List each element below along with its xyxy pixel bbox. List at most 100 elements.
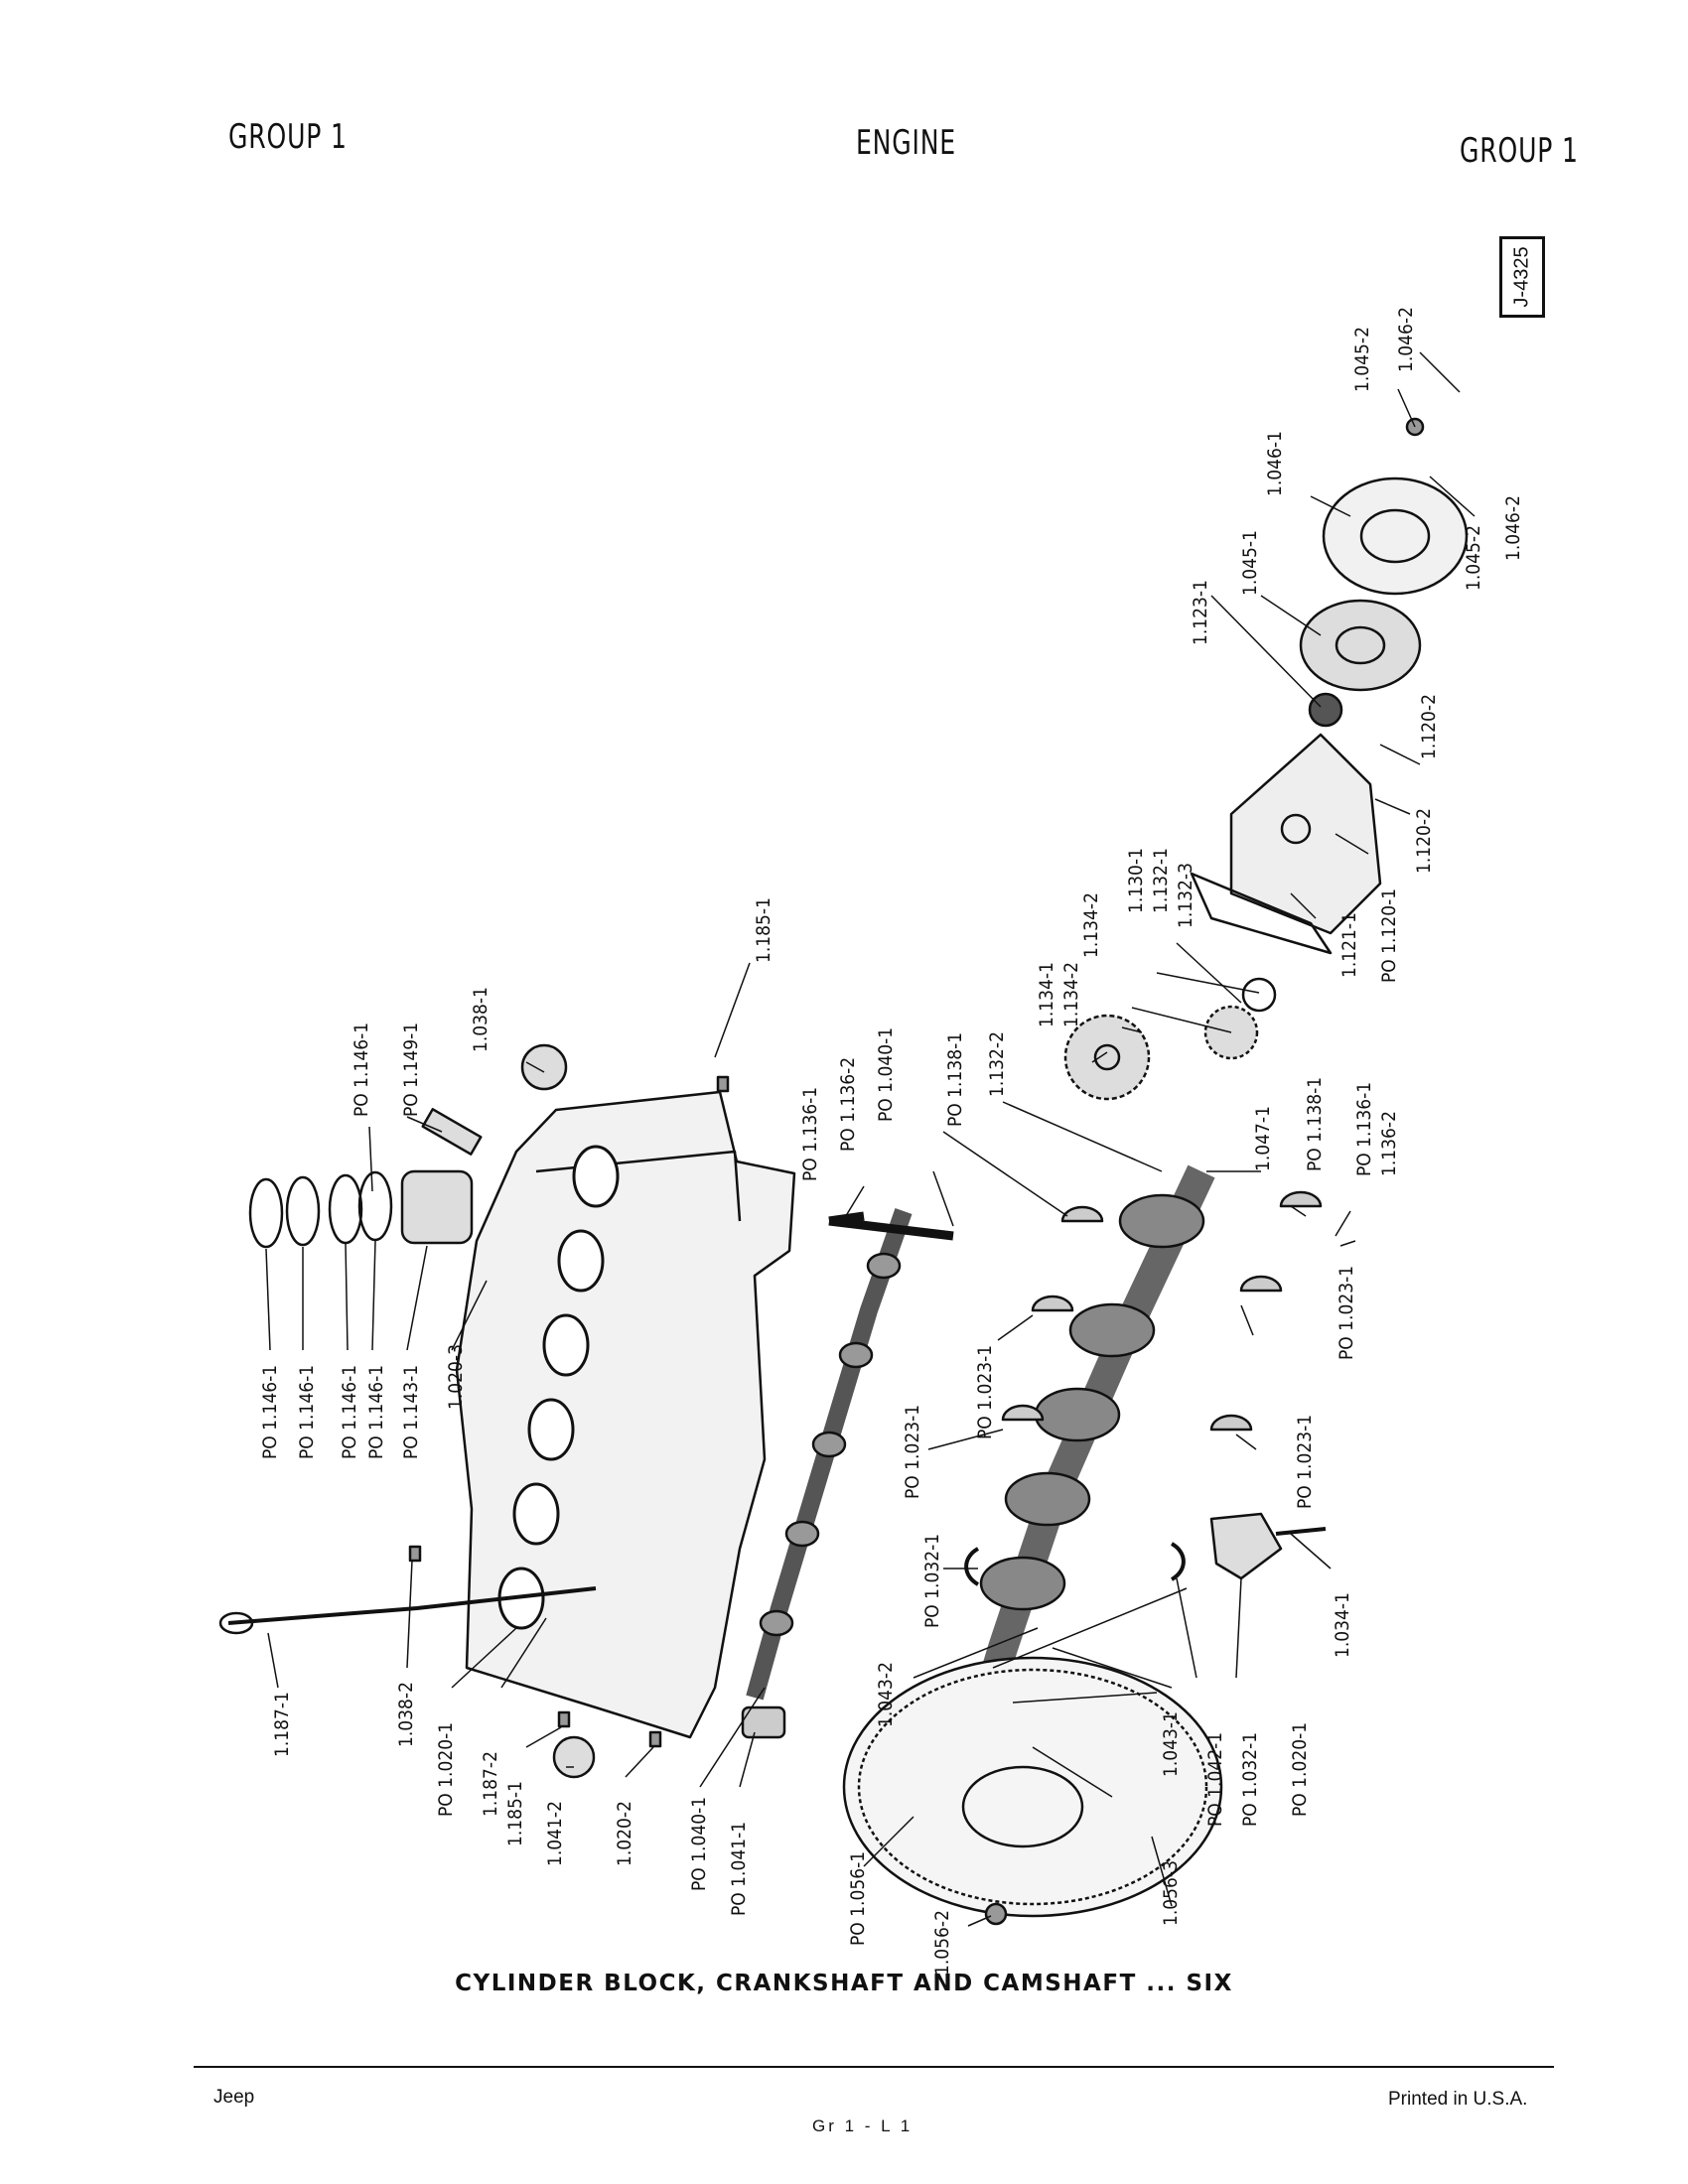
header-group-left: GROUP 1 [228, 117, 348, 157]
part-label: 1.046-2 [1395, 307, 1417, 372]
flywheel [842, 1656, 1223, 1918]
part-label: 1.136-2 [1378, 1111, 1400, 1176]
cylinder-block [455, 1090, 796, 1739]
footer-divider [194, 2066, 1554, 2068]
plug-d [716, 1075, 730, 1093]
part-label: 1.056-3 [1160, 1860, 1182, 1926]
piston-rings [248, 1170, 393, 1249]
part-label: PO 1.020-1 [435, 1722, 457, 1817]
part-label: PO 1.120-1 [1378, 888, 1400, 983]
part-label: 1.185-1 [504, 1781, 526, 1846]
part-label: 1.041-2 [544, 1801, 566, 1866]
crank-throws [979, 1193, 1205, 1611]
part-label: PO 1.020-1 [1289, 1722, 1311, 1817]
rear-bearing-cap [1209, 1512, 1283, 1580]
part-label: 1.123-1 [1190, 580, 1211, 645]
part-label: 1.043-2 [875, 1662, 897, 1727]
plug-b [557, 1710, 571, 1728]
part-label: 1.020-2 [614, 1801, 635, 1866]
part-label: PO 1.023-1 [974, 1345, 996, 1439]
part-label: PO 1.146-1 [259, 1365, 281, 1459]
part-label: PO 1.040-1 [875, 1027, 897, 1122]
part-label: PO 1.149-1 [400, 1023, 422, 1117]
part-label: 1.046-2 [1502, 495, 1524, 561]
vibration-damper [1299, 599, 1422, 692]
part-label: 1.038-2 [395, 1682, 417, 1747]
cylinder-bores [497, 1145, 620, 1630]
timing-chain-cover [1229, 733, 1382, 935]
footer-page-ref: Gr 1 - L 1 [812, 2116, 914, 2135]
header-section-title: ENGINE [856, 123, 956, 163]
connecting-rod [828, 1211, 954, 1241]
footer-brand: Jeep [213, 2087, 255, 2108]
expansion-plug [520, 1043, 568, 1091]
part-label: 1.046-1 [1264, 431, 1286, 496]
part-label: PO 1.042-1 [1204, 1732, 1226, 1827]
thrust-washer-a [964, 1547, 980, 1586]
part-label: 1.120-2 [1418, 694, 1440, 759]
plug-a [408, 1545, 422, 1563]
part-label: PO 1.136-1 [1353, 1082, 1375, 1176]
rear-plug [552, 1735, 596, 1779]
fan-pulley [1322, 477, 1469, 596]
part-label: PO 1.146-1 [365, 1365, 387, 1459]
cover-gasket [1190, 872, 1333, 955]
part-label: 1.130-1 [1125, 848, 1147, 913]
header-group-right: GROUP 1 [1460, 131, 1579, 171]
part-label: 1.121-1 [1338, 912, 1360, 978]
footer-printed: Printed in U.S.A. [1388, 2089, 1528, 2110]
part-label: PO 1.138-1 [944, 1032, 966, 1127]
oil-seal [1241, 977, 1277, 1013]
part-label: PO 1.136-1 [799, 1087, 821, 1181]
thrust-washer-b [1170, 1542, 1186, 1581]
camshaft-sprocket [1063, 1014, 1151, 1101]
part-label: 1.185-1 [753, 897, 774, 963]
flywheel-bolt [984, 1902, 1008, 1926]
part-label: 1.020-3 [445, 1344, 467, 1410]
part-label: PO 1.146-1 [296, 1365, 318, 1459]
part-label: PO 1.146-1 [351, 1023, 372, 1117]
part-label: 1.034-1 [1332, 1592, 1353, 1658]
part-label: PO 1.032-1 [921, 1534, 943, 1628]
part-label: 1.132-2 [986, 1031, 1008, 1097]
part-label: 1.132-3 [1175, 863, 1196, 928]
part-label: 1.056-2 [931, 1910, 953, 1976]
part-label: 1.134-1 [1036, 962, 1057, 1027]
part-label: 1.043-1 [1160, 1711, 1182, 1777]
part-label: PO 1.023-1 [1294, 1415, 1316, 1509]
part-label: 1.187-1 [271, 1692, 293, 1757]
part-label: PO 1.023-1 [1336, 1266, 1357, 1360]
figure-caption: CYLINDER BLOCK, CRANKSHAFT AND CAMSHAFT … [455, 1971, 1233, 1996]
part-label: 1.047-1 [1252, 1106, 1274, 1171]
part-label: 1.132-1 [1150, 848, 1172, 913]
part-label: PO 1.032-1 [1239, 1732, 1261, 1827]
part-labels: 1.045-2 1.046-2 1.046-1 1.045-2 1.046-2 … [259, 307, 1524, 1976]
part-label: PO 1.056-1 [847, 1851, 869, 1946]
part-label: PO 1.023-1 [902, 1405, 923, 1499]
part-label: PO 1.136-2 [837, 1057, 859, 1152]
plug-c [648, 1730, 662, 1748]
part-label: PO 1.146-1 [339, 1365, 360, 1459]
part-label: PO 1.041-1 [728, 1822, 750, 1916]
part-label: 1.045-2 [1463, 525, 1484, 591]
cam-lobes [759, 1252, 902, 1637]
part-label: PO 1.138-1 [1304, 1077, 1326, 1171]
part-label: PO 1.143-1 [400, 1365, 422, 1459]
piston [400, 1169, 474, 1245]
part-label: 1.045-2 [1351, 327, 1373, 392]
leader-lines [265, 351, 1476, 1927]
part-label: 1.134-2 [1080, 892, 1102, 958]
oil-dipstick [227, 1586, 597, 1625]
figure-number-box: J-4325 [1499, 236, 1545, 318]
piston-pin [421, 1108, 483, 1156]
part-label: 1.038-1 [470, 987, 492, 1052]
part-label: 1.134-2 [1060, 962, 1082, 1027]
main-bearings [1001, 1190, 1323, 1432]
part-label: 1.120-2 [1413, 808, 1435, 874]
cap-bolt [1275, 1527, 1327, 1536]
part-label: PO 1.040-1 [688, 1797, 710, 1891]
part-label: 1.187-2 [480, 1751, 501, 1817]
part-label: 1.045-1 [1239, 530, 1261, 596]
oil-seal-front [1308, 692, 1343, 728]
